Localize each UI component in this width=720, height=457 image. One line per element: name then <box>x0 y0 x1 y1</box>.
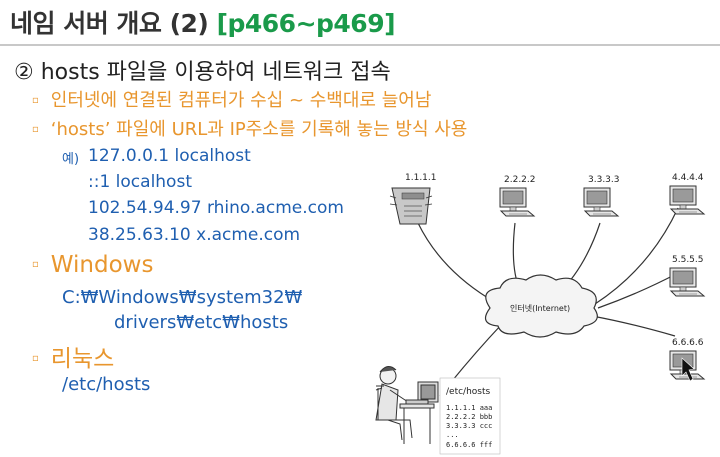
pc-ip-label: 2.2.2.2 <box>504 175 536 185</box>
network-diagram: 1.1.1.1 2.2.2.2 3.3.3.3 4.4.4.4 5.5.5.5 … <box>360 158 720 457</box>
square-bullet-icon: ▫ <box>32 353 39 364</box>
hosts-file-card: /etc/hosts 1.1.1.1 aaa 2.2.2.2 bbb 3.3.3… <box>439 377 501 455</box>
hosts-file-line: 2.2.2.2 bbb <box>446 413 492 421</box>
square-bullet-icon: ▫ <box>32 124 39 135</box>
title-main: 네임 서버 개요 (2) <box>10 9 217 38</box>
square-bullet-icon: ▫ <box>32 95 39 106</box>
pc-icon <box>669 185 705 215</box>
hosts-file-line: 6.6.6.6 fff <box>446 441 492 449</box>
user-at-desk-icon <box>375 366 439 444</box>
example-line: ::1 localhost <box>88 172 192 192</box>
pc-ip-label: 5.5.5.5 <box>672 255 704 265</box>
bullet-item-1: ▫ 인터넷에 연결된 컴퓨터가 수십 ~ 수백대로 늘어남 <box>32 86 431 112</box>
pc-icon <box>669 267 705 297</box>
windows-path-line-1: C:₩Windows₩system32₩ <box>62 287 303 308</box>
slide-title: 네임 서버 개요 (2) [p466~p469] <box>10 4 396 40</box>
pc-icon <box>499 187 535 217</box>
cursor-arrow-icon <box>681 357 695 382</box>
hosts-file-line: 1.1.1.1 aaa <box>446 404 492 412</box>
title-divider <box>0 44 720 46</box>
bullet-text: 인터넷에 연결된 컴퓨터가 수십 ~ 수백대로 늘어남 <box>50 90 432 111</box>
linux-path: /etc/hosts <box>62 374 151 395</box>
linux-label: 리눅스 <box>50 346 115 372</box>
windows-label: Windows <box>50 252 154 278</box>
title-pages: [p466~p469] <box>216 9 396 38</box>
server-icon <box>389 187 433 225</box>
server-ip-label: 1.1.1.1 <box>405 173 437 183</box>
cloud-label: 인터넷(Internet) <box>510 303 570 313</box>
example-line: 102.54.94.97 rhino.acme.com <box>88 198 344 218</box>
square-bullet-icon: ▫ <box>32 259 39 270</box>
internet-cloud-icon <box>484 274 598 338</box>
pc-icon <box>583 187 619 217</box>
pc-ip-label: 3.3.3.3 <box>588 175 620 185</box>
hosts-file-line: 3.3.3.3 ccc <box>446 422 492 430</box>
example-line: 38.25.63.10 x.acme.com <box>88 225 301 245</box>
windows-path-line-2: drivers₩etc₩hosts <box>114 312 289 333</box>
bullet-item-2: ▫ ‘hosts’ 파일에 URL과 IP주소를 기록해 놓는 방식 사용 <box>32 115 467 141</box>
hosts-file-line: ... <box>446 431 459 439</box>
pc-ip-label: 4.4.4.4 <box>672 173 704 183</box>
bullet-text: ‘hosts’ 파일에 URL과 IP주소를 기록해 놓는 방식 사용 <box>50 119 468 140</box>
pc-ip-label: 6.6.6.6 <box>672 338 704 348</box>
example-line: 127.0.0.1 localhost <box>88 146 251 166</box>
example-prefix: 예) <box>62 152 80 167</box>
section-heading: ② hosts 파일을 이용하여 네트워크 접속 <box>14 60 391 85</box>
windows-heading: ▫ Windows <box>32 252 153 278</box>
hosts-file-title: /etc/hosts <box>446 387 491 397</box>
linux-heading: ▫ 리눅스 <box>32 339 114 373</box>
